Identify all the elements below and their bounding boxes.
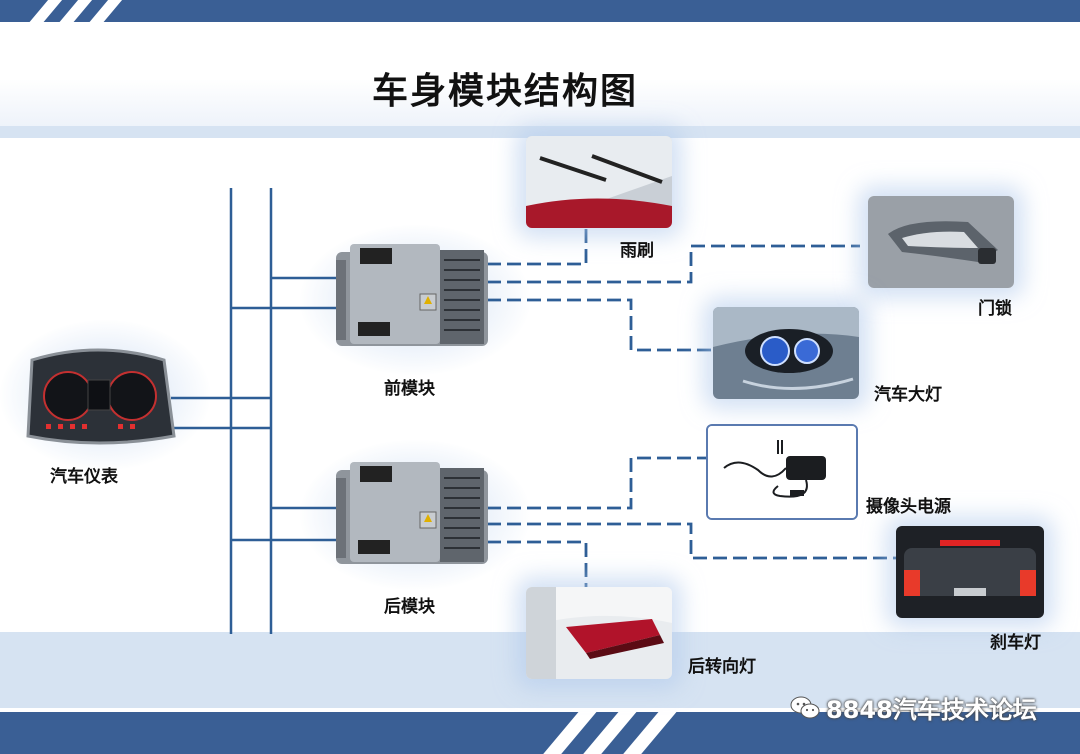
wechat-icon xyxy=(790,696,820,718)
rear-module-label: 后模块 xyxy=(384,597,435,617)
brake-light-label: 刹车灯 xyxy=(990,633,1041,653)
link-rear-turn-light xyxy=(487,540,588,596)
watermark-text: 8848汽车技术论坛 xyxy=(826,696,1037,724)
dashed-links xyxy=(487,226,900,596)
diagram-title: 车身模块结构图 xyxy=(372,71,639,112)
door-lock-image xyxy=(868,196,1014,288)
rear-turn-light-image xyxy=(526,587,672,679)
bus-lines xyxy=(171,188,340,634)
title-divider xyxy=(0,126,1080,138)
brake-light-image xyxy=(896,526,1044,618)
rear-module-box xyxy=(336,462,488,564)
link-brake-light xyxy=(487,522,900,560)
headlight-image xyxy=(713,307,859,399)
link-headlight xyxy=(487,298,716,352)
cluster-label: 汽车仪表 xyxy=(50,467,118,487)
title-area xyxy=(0,22,1080,126)
door-lock-label: 门锁 xyxy=(978,299,1012,319)
top-banner-bar xyxy=(0,0,1080,22)
link-wiper xyxy=(487,226,588,266)
camera-power-label: 摄像头电源 xyxy=(866,497,951,517)
cluster-image xyxy=(26,348,176,445)
bottom-banner-bar xyxy=(0,712,1080,754)
wiper-label: 雨刷 xyxy=(620,241,654,261)
front-module-box xyxy=(336,244,488,346)
headlight-label: 汽车大灯 xyxy=(874,385,942,405)
wiper-image xyxy=(526,136,672,228)
watermark: 8848汽车技术论坛 xyxy=(790,690,1037,725)
camera-power-image xyxy=(706,424,858,520)
rear-turn-light-label: 后转向灯 xyxy=(688,657,756,677)
front-module-label: 前模块 xyxy=(384,379,435,399)
link-door-lock xyxy=(487,244,860,284)
link-camera-power xyxy=(487,456,710,510)
